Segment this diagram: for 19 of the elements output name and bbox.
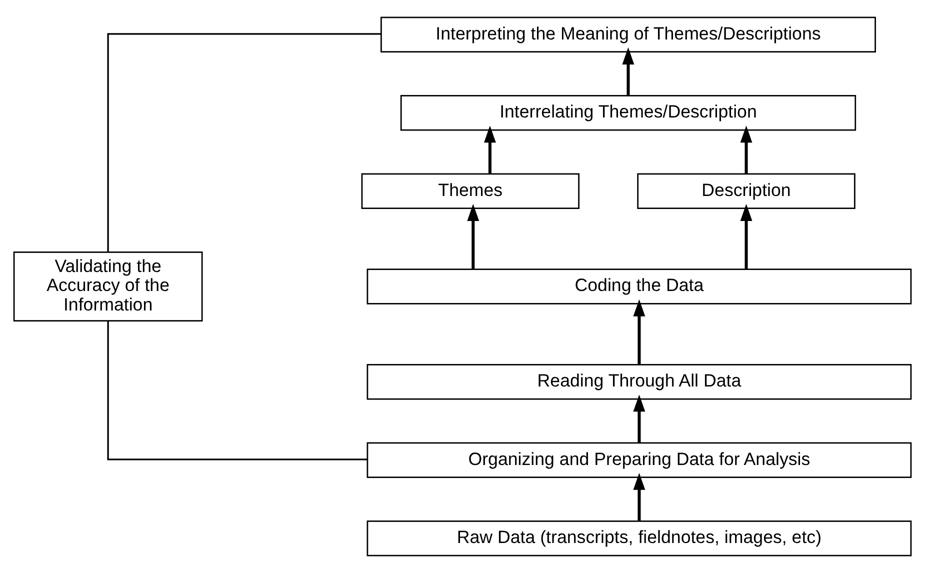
arrow: [633, 394, 646, 443]
node-box: Interrelating Themes/Description: [400, 95, 856, 131]
node-box: Description: [637, 173, 856, 209]
node-box: Coding the Data: [366, 268, 912, 304]
arrow: [467, 204, 480, 269]
arrow: [740, 204, 752, 269]
arrow: [622, 47, 634, 96]
node-box: Organizing and Preparing Data for Analysis: [366, 442, 912, 478]
arrow: [740, 126, 752, 174]
node-box: Validating the Accuracy of the Information: [13, 252, 203, 322]
node-box: Interpreting the Meaning of Themes/Descriptions: [380, 16, 876, 52]
arrow: [484, 126, 496, 174]
arrow: [633, 299, 646, 364]
connector: [107, 33, 382, 252]
node-box: Raw Data (transcripts, fieldnotes, images, etc): [366, 520, 912, 556]
node-box: Themes: [361, 173, 580, 209]
arrow: [633, 472, 646, 521]
connector: [107, 321, 368, 460]
node-box: Reading Through All Data: [366, 364, 912, 400]
